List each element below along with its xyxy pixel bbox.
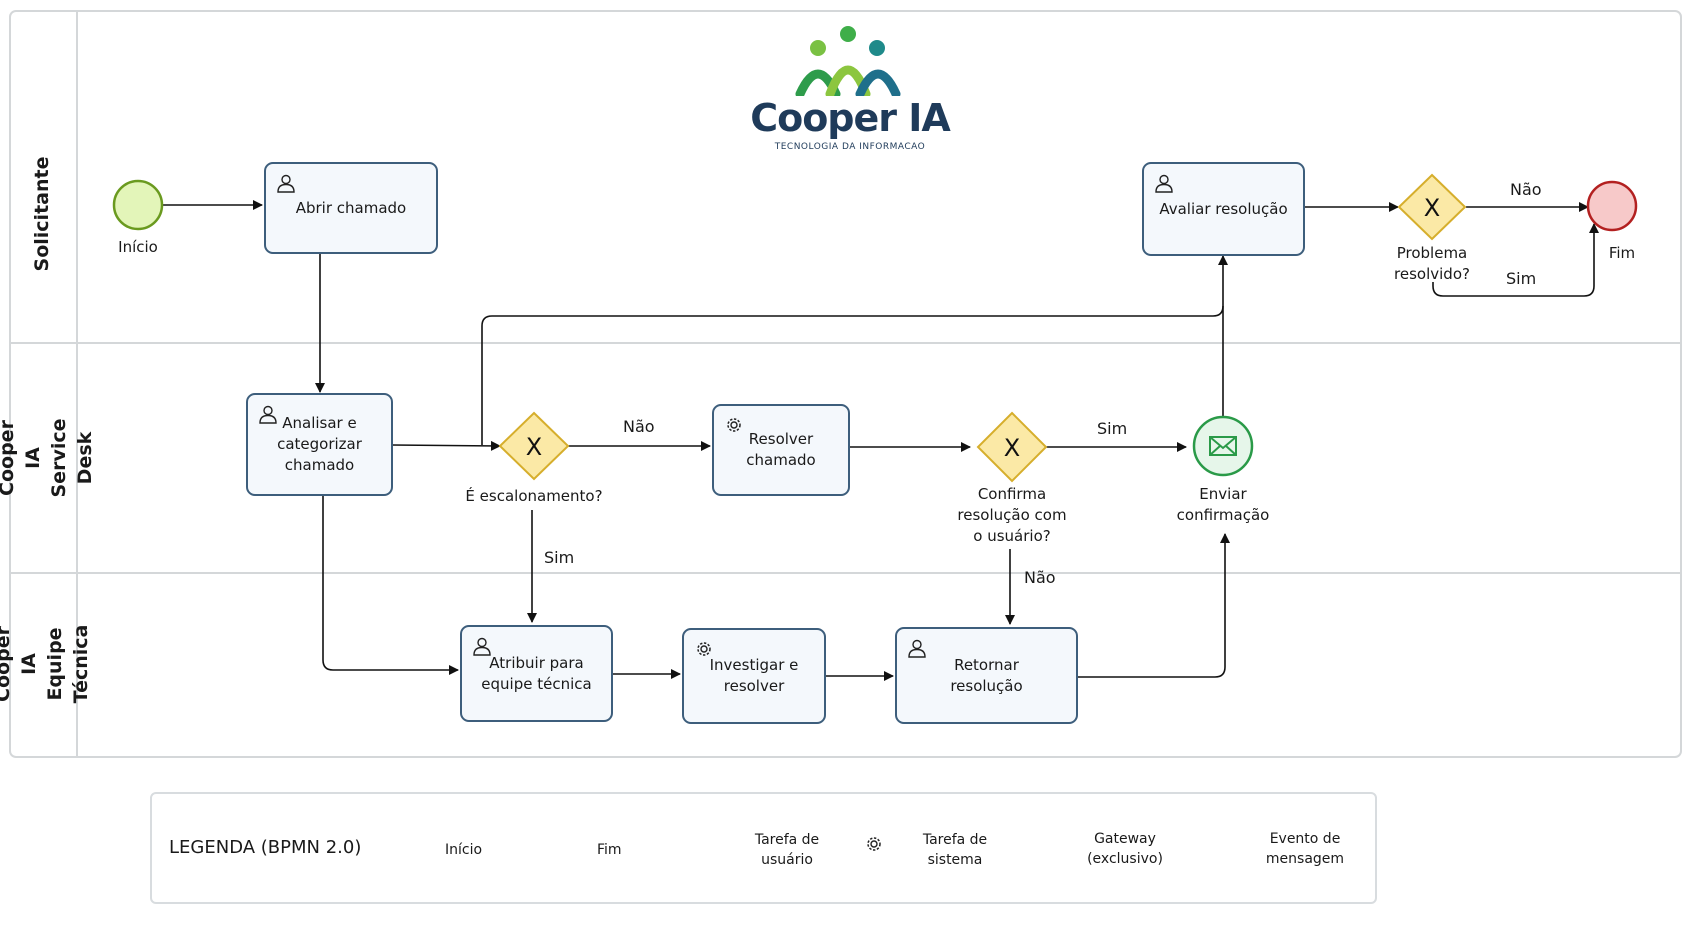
end-event	[1586, 180, 1638, 232]
message-event-label: Enviar confirmação	[1176, 485, 1270, 524]
flow-label-confirma-sim: Sim	[1097, 419, 1128, 438]
gateway-escalonamento-label: É escalonamento?	[465, 487, 603, 505]
flow-problema-fim-sim	[1432, 223, 1599, 297]
legend-mensagem-label: Evento de mensagem	[1265, 831, 1345, 867]
gateway-confirma: X	[976, 411, 1048, 483]
gateway-problema-label: Problema resolvido?	[1394, 244, 1470, 283]
flow-analisar-atribuir	[322, 496, 459, 675]
task-investigar-resolver-label: Investigar e resolver	[709, 656, 799, 695]
gear-icon	[697, 642, 711, 656]
task-atribuir-equipe-label: Atribuir para equipe técnica	[481, 653, 592, 693]
gear-icon	[727, 418, 741, 432]
task-analisar-chamado-label: Analisar e categorizar chamado	[277, 414, 362, 474]
svg-text:X: X	[526, 433, 542, 461]
legend-gear-icon	[867, 837, 881, 851]
task-resolver-chamado[interactable]: Resolver chamado	[712, 404, 850, 496]
flow-label-confirma-nao: Não	[1024, 568, 1056, 587]
start-event	[112, 179, 164, 231]
end-event-label: Fim	[1608, 244, 1636, 262]
flow-label-escalonamento-nao: Não	[623, 417, 655, 436]
svg-text:X: X	[1004, 434, 1020, 462]
envelope-icon	[1209, 436, 1237, 456]
user-icon	[473, 637, 491, 656]
flow-label-problema-sim: Sim	[1506, 269, 1537, 288]
flow-label-problema-nao: Não	[1510, 180, 1542, 199]
svg-text:X: X	[1424, 194, 1440, 222]
legend-title: LEGENDA (BPMN 2.0)	[169, 837, 362, 858]
flow-label-escalonamento-sim: Sim	[544, 548, 575, 567]
lane-service-desk-label: Cooper IA Service Desk	[0, 418, 96, 498]
task-analisar-chamado[interactable]: Analisar e categorizar chamado	[246, 393, 393, 496]
user-icon	[908, 639, 926, 658]
lane-solicitante-label: Solicitante	[31, 156, 53, 272]
legend-box: LEGENDA (BPMN 2.0) Início Fim Tarefa de …	[150, 792, 1377, 904]
task-abrir-chamado-label: Abrir chamado	[295, 198, 407, 217]
gateway-problema: X	[1397, 173, 1467, 241]
user-icon	[259, 405, 277, 424]
flow-analisar-escalonamento	[391, 440, 501, 451]
legend-tarefa-sistema-label: Tarefa de sistema	[922, 832, 988, 868]
message-event	[1192, 415, 1254, 477]
lane-equipe-tecnica-label: Cooper IA Equipe Técnica	[0, 624, 92, 704]
cooper-ia-logo: Cooper IA TECNOLOGIA DA INFORMACAO	[740, 24, 960, 164]
logo-subtitle: TECNOLOGIA DA INFORMACAO	[774, 142, 926, 152]
gateway-escalonamento: X	[498, 411, 570, 481]
user-icon	[277, 174, 295, 193]
start-event-label: Início	[118, 238, 158, 256]
task-investigar-resolver[interactable]: Investigar e resolver	[682, 628, 826, 724]
legend-gateway-label: Gateway (exclusivo)	[1087, 831, 1163, 867]
user-icon	[1155, 174, 1173, 193]
task-retornar-resolucao[interactable]: Retornar resolução	[895, 627, 1078, 724]
flow-analisar-avaliar	[481, 305, 1224, 445]
task-retornar-resolucao-label: Retornar resolução	[950, 655, 1023, 695]
task-abrir-chamado[interactable]: Abrir chamado	[264, 162, 438, 254]
logo-name: Cooper IA	[750, 96, 951, 140]
task-resolver-chamado-label: Resolver chamado	[746, 430, 816, 469]
task-avaliar-resolucao-label: Avaliar resolução	[1159, 199, 1288, 218]
legend-inicio-label: Início	[445, 842, 483, 858]
legend-fim-label: Fim	[597, 842, 622, 858]
task-atribuir-equipe[interactable]: Atribuir para equipe técnica	[460, 625, 613, 722]
legend-tarefa-usuario-label: Tarefa de usuário	[754, 832, 820, 868]
task-avaliar-resolucao[interactable]: Avaliar resolução	[1142, 162, 1305, 256]
flow-retornar-enviar	[1077, 533, 1230, 678]
gateway-confirma-label: Confirma resolução com o usuário?	[957, 485, 1067, 545]
logo-people-icon	[795, 26, 901, 96]
